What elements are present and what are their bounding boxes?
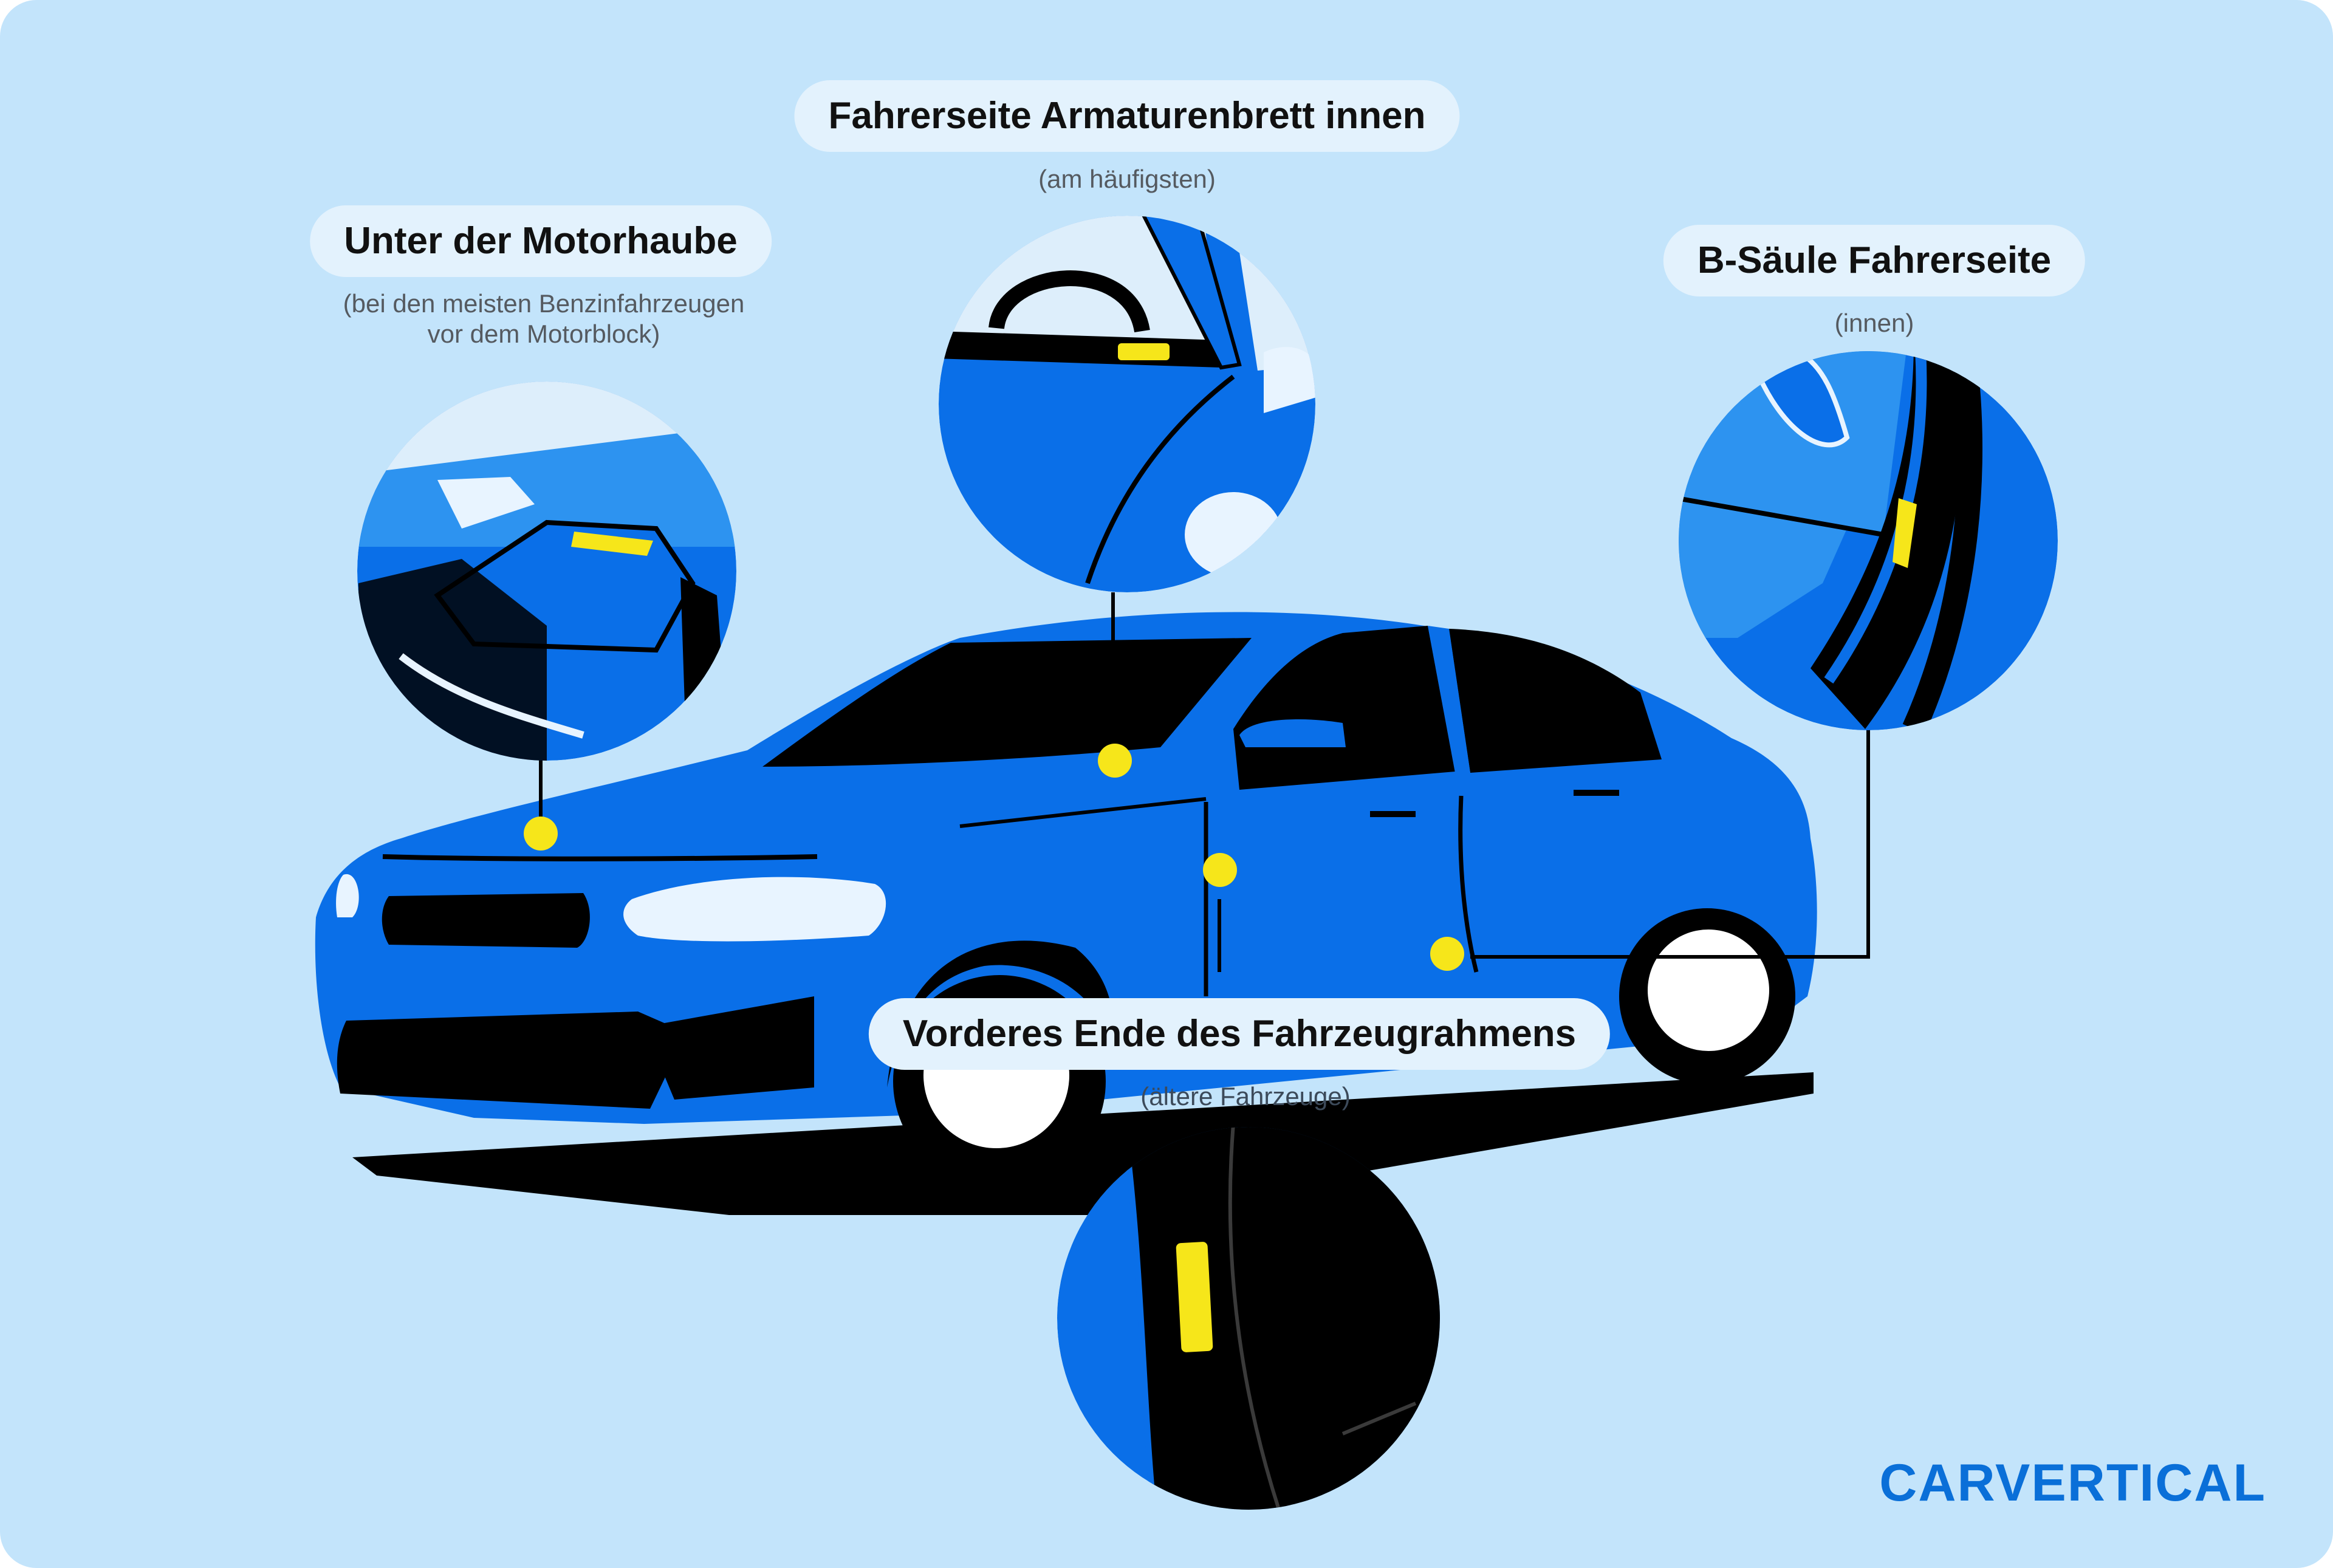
marker-frame xyxy=(1203,853,1237,887)
brand-logo: CARVERTICAL xyxy=(1879,1454,2266,1512)
marker-dashboard xyxy=(1098,744,1132,778)
note-hood-line2: vor dem Motorblock) xyxy=(427,320,660,348)
location-markers xyxy=(524,744,1464,971)
zoom-circle-dashboard xyxy=(939,216,1315,592)
marker-hood xyxy=(524,817,558,851)
label-frame: Vorderes Ende des Fahrzeugrahmens xyxy=(868,998,1611,1070)
car-body xyxy=(315,612,1817,1188)
label-b-pillar: B-Säule Fahrerseite xyxy=(1663,225,2086,296)
note-hood-line1: (bei den meisten Benzinfahrzeugen xyxy=(343,289,745,318)
marker-b-pillar xyxy=(1430,937,1464,971)
label-dashboard: Fahrerseite Armaturenbrett innen xyxy=(794,80,1460,152)
note-b-pillar: (innen) xyxy=(1834,309,1914,337)
note-frame: (ältere Fahrzeuge) xyxy=(1140,1082,1351,1111)
zoom-circle-b-pillar xyxy=(1679,351,2058,730)
note-dashboard: (am häufigsten) xyxy=(1038,165,1216,193)
label-hood: Unter der Motorhaube xyxy=(310,205,772,277)
zoom-circle-hood xyxy=(357,382,736,761)
zoom-circle-frame xyxy=(1057,1127,1440,1510)
